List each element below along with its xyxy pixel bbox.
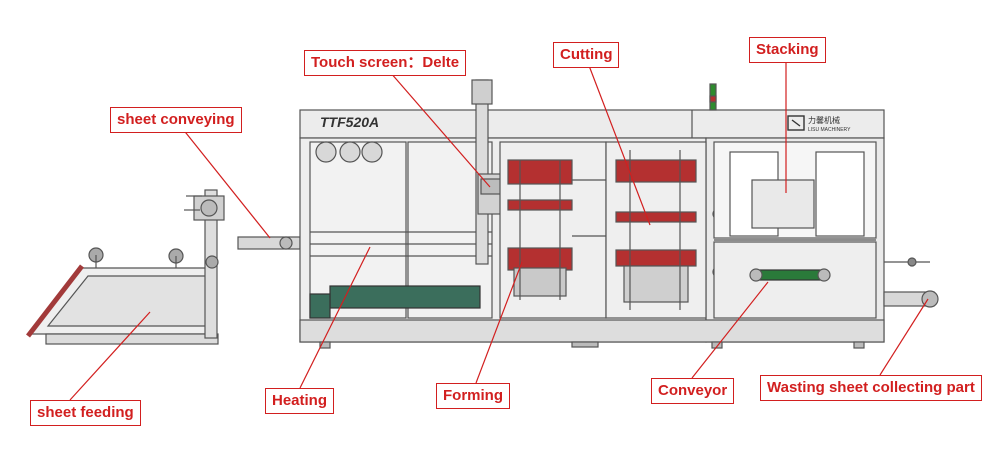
leader-sheet-feeding	[69, 311, 151, 401]
label-cutting: Cutting	[553, 42, 620, 68]
label-stacking: Stacking	[749, 37, 826, 63]
leader-forming	[475, 261, 523, 384]
leader-lines	[69, 58, 929, 401]
machine-body	[299, 79, 939, 349]
brand-name-en: LISU MACHINERY	[808, 127, 851, 133]
label-conveyor: Conveyor	[651, 378, 735, 404]
label-sheet-conveying: sheet conveying	[110, 107, 242, 133]
brand-logo-icon	[787, 115, 805, 131]
leader-sheet-conveying	[181, 127, 271, 239]
sheet-feeder	[26, 189, 301, 345]
brand-name-cn: 力馨机械	[808, 115, 840, 125]
leader-wasting-sheet	[879, 298, 929, 376]
leader-touch-screen	[389, 71, 491, 188]
leader-heating	[299, 246, 371, 389]
label-touch-screen: Touch screen：Delte	[304, 50, 467, 76]
label-wasting-sheet: Wasting sheet collecting part	[760, 375, 982, 401]
model-label: TTF520A	[320, 114, 379, 130]
label-forming: Forming	[436, 383, 510, 409]
leader-cutting	[587, 62, 651, 226]
leader-conveyor	[691, 281, 769, 379]
label-heating: Heating	[265, 388, 335, 414]
label-sheet-feeding: sheet feeding	[30, 400, 141, 426]
